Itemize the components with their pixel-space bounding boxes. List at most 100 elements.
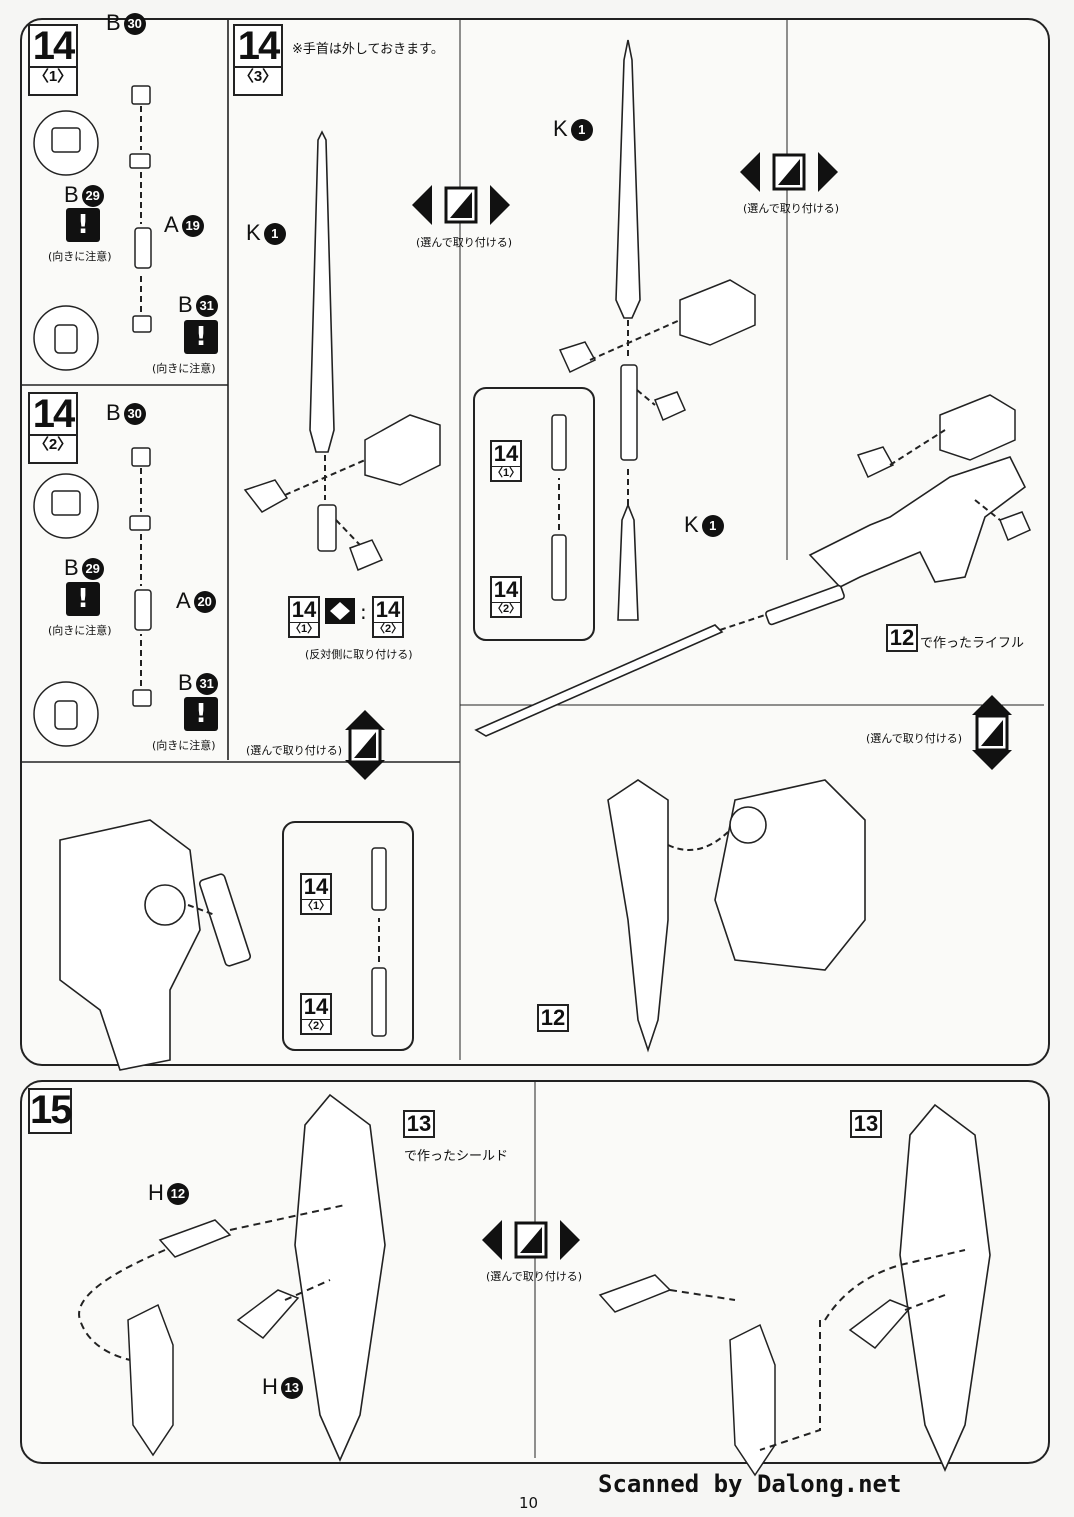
part-number-badge: 19 xyxy=(181,215,204,238)
rifle-12 xyxy=(765,456,1027,626)
shield-caption: で作ったシールド xyxy=(404,1149,509,1164)
ref-sub: 〈2〉 xyxy=(374,622,403,635)
ref-sub: 〈2〉 xyxy=(492,602,521,615)
choose-caption: (選んで取り付ける) xyxy=(743,202,840,215)
step-number: 14 xyxy=(32,24,76,68)
step-14-2-box: 14 〈2〉 xyxy=(28,392,78,464)
caution-icon: ! xyxy=(184,320,218,354)
part-letter: B xyxy=(106,400,121,425)
ref-sub: 〈1〉 xyxy=(302,899,331,912)
shield-13 xyxy=(294,1093,991,1472)
part-letter: B xyxy=(64,182,79,207)
ref-number: 14 xyxy=(493,441,519,466)
choose-arrow-icon xyxy=(412,185,510,225)
caution-caption: (向きに注意) xyxy=(152,362,216,375)
part-number-badge: 1 xyxy=(701,515,724,538)
step-14-1-box: 14 〈1〉 xyxy=(28,24,78,96)
part-letter: H xyxy=(262,1374,278,1399)
rifle-caption: で作ったライフル xyxy=(920,636,1025,651)
step-15-box: 15 xyxy=(28,1088,73,1134)
page-number: 10 xyxy=(519,1494,539,1512)
body-with-saber-left xyxy=(59,819,252,1071)
caution-caption: (向きに注意) xyxy=(48,624,112,637)
ref-number: 13 xyxy=(853,1111,879,1136)
part-number-badge: 29 xyxy=(81,185,104,208)
part-number-badge: 1 xyxy=(263,223,286,246)
step-substep: 〈1〉 xyxy=(30,66,76,86)
ref-step-14-2: 14〈2〉 xyxy=(372,596,404,638)
choose-caption: (選んで取り付ける) xyxy=(416,236,513,249)
ref-number: 13 xyxy=(406,1111,432,1136)
part-letter: K xyxy=(553,116,568,141)
ref-step-12: 12 xyxy=(886,624,918,652)
step-14-2-parts xyxy=(33,447,152,747)
ref-step-14-1: 14〈1〉 xyxy=(288,596,320,638)
ref-step-14-1: 14〈1〉 xyxy=(490,440,522,482)
part-letter: K xyxy=(684,512,699,537)
ref-step-13: 13 xyxy=(403,1110,435,1138)
scanner-credit: Scanned by Dalong.net xyxy=(598,1470,902,1498)
choose-arrow-icon xyxy=(482,1220,580,1260)
ref-number: 14 xyxy=(493,577,519,602)
ref-sub: 〈2〉 xyxy=(302,1019,331,1032)
step-14-1-parts xyxy=(33,85,152,371)
part-letter: A xyxy=(164,212,179,237)
ref-number: 12 xyxy=(540,1005,566,1030)
part-letter: B xyxy=(64,555,79,580)
part-number-badge: 13 xyxy=(280,1377,303,1400)
beam-saber-k1 xyxy=(309,39,724,737)
ref-step-12: 12 xyxy=(537,1004,569,1032)
ref-number: 12 xyxy=(889,625,915,650)
ref-step-14-1: 14〈1〉 xyxy=(300,873,332,915)
opposite-side-icon xyxy=(325,598,355,624)
part-number-badge: 29 xyxy=(81,558,104,581)
step-14-3-box: 14 〈3〉 xyxy=(233,24,283,96)
ref-step-14-2: 14〈2〉 xyxy=(300,993,332,1035)
part-letter: B xyxy=(178,292,193,317)
part-letter: H xyxy=(148,1180,164,1205)
part-number-badge: 20 xyxy=(193,591,216,614)
part-letter: B xyxy=(178,670,193,695)
step-number: 14 xyxy=(237,24,281,68)
choose-caption: (選んで取り付ける) xyxy=(866,732,963,745)
step-number: 15 xyxy=(30,1088,73,1132)
ref-step-13: 13 xyxy=(850,1110,882,1138)
ref-number: 14 xyxy=(303,874,329,899)
step-substep: 〈3〉 xyxy=(235,66,281,86)
ref-number: 14 xyxy=(303,994,329,1019)
hand-grips-h12-h13 xyxy=(127,1219,912,1477)
ref-sub: 〈1〉 xyxy=(492,466,521,479)
part-number-badge: 1 xyxy=(570,119,593,142)
caution-icon: ! xyxy=(66,208,100,242)
caution-caption: (向きに注意) xyxy=(152,739,216,752)
choose-arrow-icon xyxy=(972,695,1012,770)
note-remove-wrist: ※手首は外しておきます。 xyxy=(292,42,444,57)
caution-caption: (向きに注意) xyxy=(48,250,112,263)
choose-arrow-icon xyxy=(345,710,385,780)
part-number-badge: 12 xyxy=(166,1183,189,1206)
hand-parts xyxy=(243,279,1031,571)
part-letter: A xyxy=(176,588,191,613)
step-substep: 〈2〉 xyxy=(30,434,76,454)
part-letter: B xyxy=(106,10,121,35)
choose-caption: (選んで取り付ける) xyxy=(246,744,343,757)
choose-arrow-icon xyxy=(740,152,838,192)
part-number-badge: 30 xyxy=(123,13,146,36)
caution-icon: ! xyxy=(184,697,218,731)
ref-sub: 〈1〉 xyxy=(290,622,319,635)
opposite-caption: (反対側に取り付ける) xyxy=(305,648,413,661)
